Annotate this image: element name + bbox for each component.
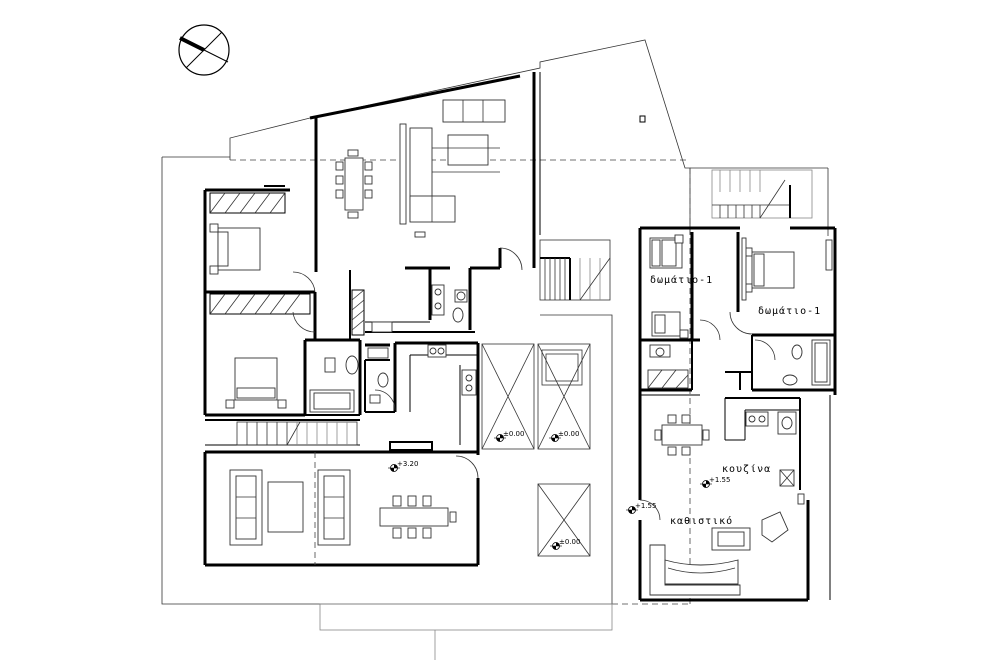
level-label: ±0.00 [559,538,580,546]
staircase-main [236,421,358,446]
void-areas [481,343,591,557]
room-label-kitchen: κουζίνα [722,463,771,475]
level-marker-155-kitchen: +1.55 [700,476,730,488]
level-marker-000-c: ±0.00 [550,538,580,550]
level-marker-155-living: +1.55 [626,502,656,514]
annex-living [649,493,805,596]
annex-walls [638,226,837,602]
level-label: +1.55 [709,476,730,484]
main-house-walls [203,72,541,567]
annex-bathrooms [647,339,831,389]
annex-bedroom-1 [649,234,689,339]
staircase-entry [539,239,611,301]
level-label: +1.55 [635,502,656,510]
dining-table-lower [379,495,457,539]
level-label: ±0.00 [503,430,524,438]
living-room-lower [229,469,351,546]
sofa-set-upper [399,99,506,238]
level-label: ±0.00 [558,430,579,438]
level-marker-000-b: ±0.00 [549,430,579,442]
dining-table-upper [335,149,373,219]
bed-upper [209,223,261,275]
level-marker-000-a: ±0.00 [494,430,524,442]
room-label-bedroom-1: δωμάτιο-1 [650,274,713,286]
bathroom-fixtures [309,289,468,413]
staircase-annex [711,169,813,219]
kitchen-main [371,284,477,396]
room-label-bedroom-2: δωμάτιο-1 [758,305,821,317]
annex-bedroom-2 [741,237,833,301]
north-arrow-icon [178,24,230,76]
annex-kitchen [654,411,797,487]
room-label-living: καθιστικό [670,515,733,527]
level-label: +3.20 [397,460,418,468]
bed-lower [225,357,287,409]
level-marker-320: +3.20 [388,460,418,472]
